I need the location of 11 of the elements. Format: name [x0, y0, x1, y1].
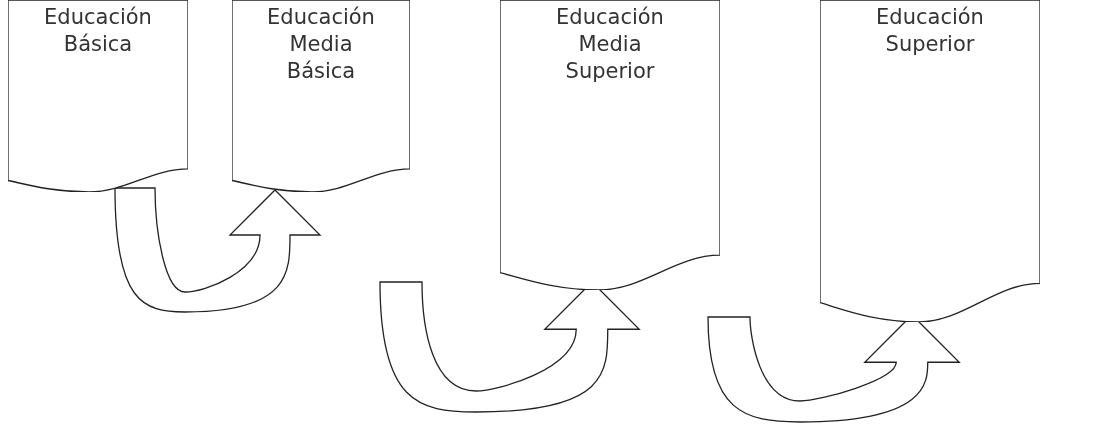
- document-shape: [8, 0, 188, 192]
- curved-block-arrow: [114, 187, 321, 313]
- node-label: Educación Básica: [43, 4, 153, 58]
- document-shape: [232, 0, 410, 192]
- node-label: Educación Media Básica: [266, 4, 376, 85]
- curved-block-arrow: [707, 314, 960, 423]
- document-shape: [500, 0, 720, 290]
- document-shape: [820, 0, 1040, 322]
- curved-block-arrow: [379, 281, 640, 413]
- node-label: Educación Media Superior: [555, 4, 665, 85]
- node-label: Educación Superior: [875, 4, 985, 58]
